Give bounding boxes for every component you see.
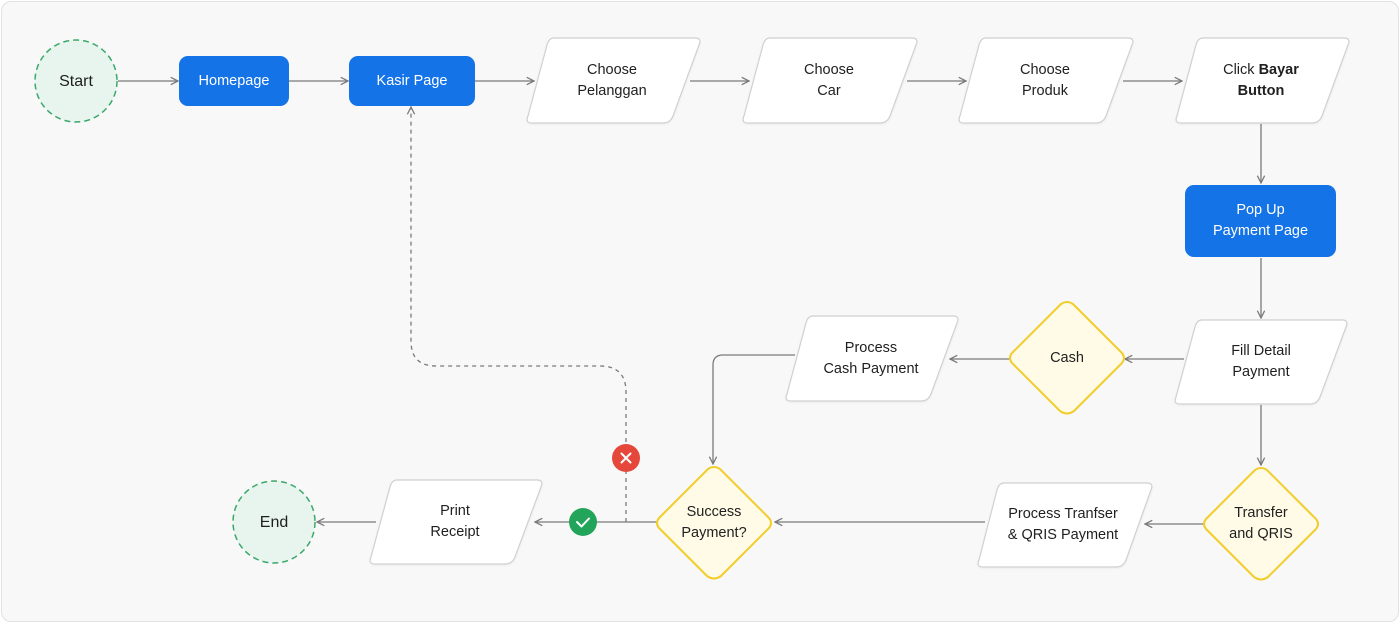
- car-node: [742, 37, 918, 124]
- check-icon: [576, 517, 590, 528]
- transfer-decision: [1203, 467, 1319, 581]
- homepage-node: [179, 56, 289, 106]
- cash-process-node: [785, 315, 959, 402]
- success-badge: [569, 508, 597, 536]
- popup-node: [1185, 185, 1336, 257]
- fail-badge: [612, 444, 640, 472]
- success-decision: [656, 466, 772, 580]
- edge-retry-kasir: [411, 107, 627, 522]
- end-node: [232, 480, 316, 564]
- fill-node: [1174, 319, 1348, 405]
- produk-node: [958, 37, 1134, 124]
- kasir-node: [349, 56, 475, 106]
- pelanggan-node: [526, 37, 701, 124]
- start-node: [34, 39, 118, 123]
- transfer-process-node: [977, 482, 1153, 568]
- cash-decision: [1009, 301, 1125, 415]
- print-node: [369, 479, 543, 565]
- x-icon: [620, 452, 632, 464]
- bayar-node: [1175, 37, 1350, 124]
- edge-cashprocess-success: [713, 354, 795, 464]
